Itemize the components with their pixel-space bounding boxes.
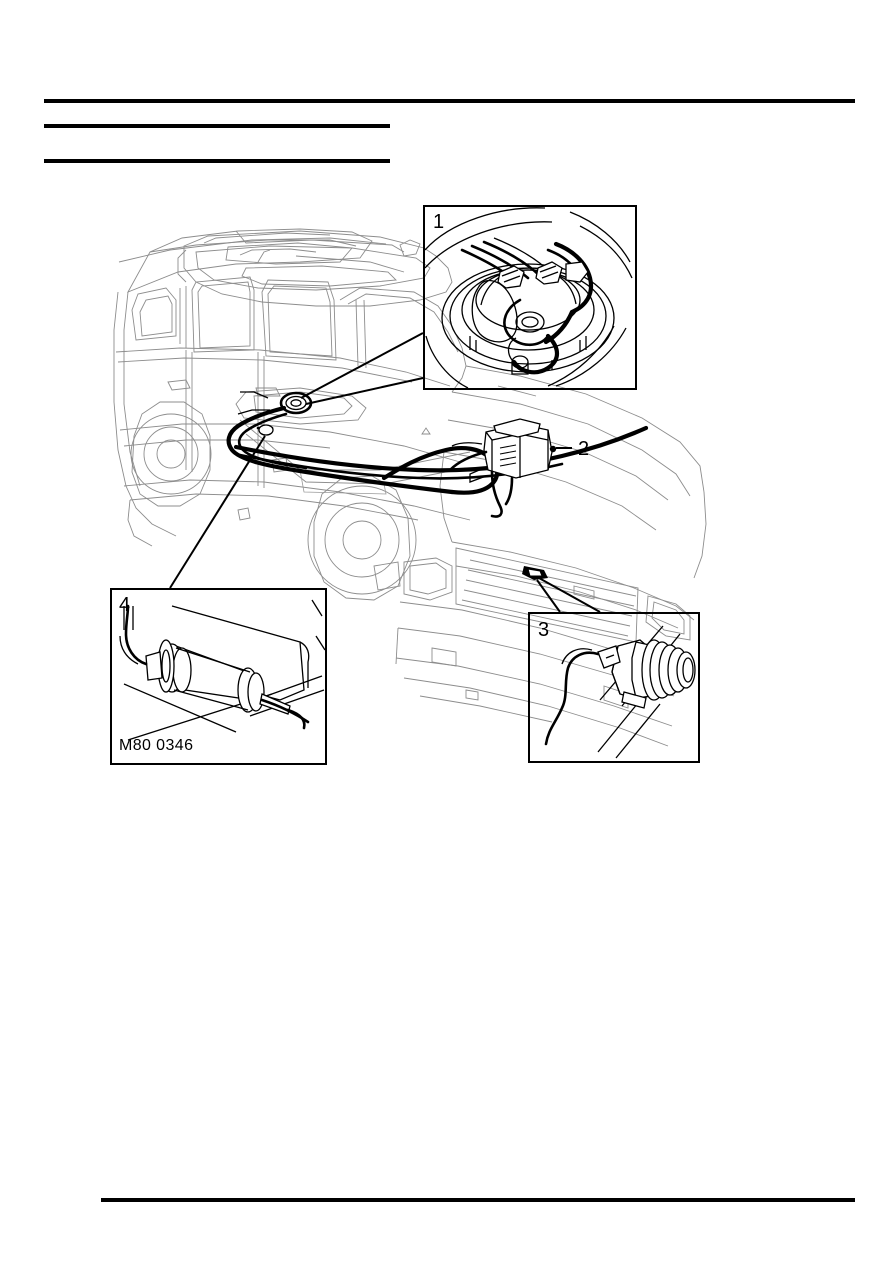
header-rule-secondary (44, 124, 390, 128)
callout-4-detail (119, 599, 325, 741)
callout-number-1: 1 (433, 211, 445, 233)
callout-box-1 (423, 205, 637, 390)
engine-bay-module (448, 418, 553, 518)
callout-number-2: 2 (578, 438, 590, 460)
callout-number-4: 4 (119, 594, 131, 616)
figure-id-label: M80 0346 (119, 737, 194, 754)
footer-rule (101, 1198, 855, 1202)
callout-1-connectors (497, 261, 589, 289)
header-rule-tertiary (44, 159, 390, 163)
callout-number-3: 3 (538, 619, 550, 641)
grille-component-target (522, 566, 548, 580)
leader-lines (169, 332, 601, 613)
callout-1-detail (425, 207, 633, 388)
callout-3-detail (544, 625, 696, 759)
callout-box-4 (110, 588, 327, 765)
header-rule-main (44, 99, 855, 103)
callout-box-3 (528, 612, 700, 763)
